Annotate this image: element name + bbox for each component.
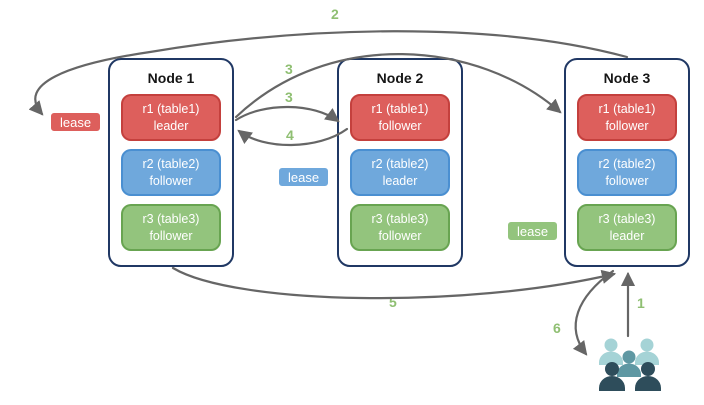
step-label-3a: 3 [285,61,293,77]
replica-name: r2 (table2) [371,157,429,171]
replica-name: r1 (table1) [142,102,200,116]
replica-name: r1 (table1) [371,102,429,116]
step-label-3b: 3 [285,89,293,105]
node-1-replica-r3: r3 (table3) follower [121,204,221,251]
step-label-6: 6 [553,320,561,336]
replica-name: r2 (table2) [142,157,200,171]
replica-role: follower [149,228,193,243]
node-2-replica-r3: r3 (table3) follower [350,204,450,251]
replica-role: leader [153,118,189,133]
arrow-step-3-leader-to-node2 [234,105,340,123]
node-2-replica-r2: r2 (table2) leader [350,149,450,196]
users-group-icon [599,338,661,391]
node-1-replica-r1: r1 (table1) leader [121,94,221,141]
node-2-card: Node 2 r1 (table1) follower r2 (table2) … [337,58,463,267]
replica-role: leader [609,228,645,243]
step-label-2: 2 [331,6,339,22]
node-3-title: Node 3 [603,70,651,86]
replica-name: r3 (table3) [598,212,656,226]
lease-badge-blue: lease [277,166,331,188]
node-3-replica-r2: r2 (table2) follower [577,149,677,196]
replica-role: follower [149,173,193,188]
replica-role: follower [605,118,649,133]
step-label-4: 4 [286,127,294,143]
node-3-card: Node 3 r1 (table1) follower r2 (table2) … [564,58,690,267]
step-label-5: 5 [389,294,397,310]
replica-name: r2 (table2) [598,157,656,171]
node-3-replica-r3: r3 (table3) leader [577,204,677,251]
replica-name: r3 (table3) [371,212,429,226]
node-1-replica-r2: r2 (table2) follower [121,149,221,196]
step-label-1: 1 [637,295,645,311]
replica-role: leader [382,173,418,188]
lease-badge-red: lease [49,111,103,133]
node-1-card: Node 1 r1 (table1) leader r2 (table2) fo… [108,58,234,267]
node-2-title: Node 2 [376,70,424,86]
replica-name: r3 (table3) [142,212,200,226]
replica-name: r1 (table1) [598,102,656,116]
replica-role: follower [378,118,422,133]
replica-role: follower [378,228,422,243]
node-2-replica-r1: r1 (table1) follower [350,94,450,141]
replica-role: follower [605,173,649,188]
lease-badge-green: lease [506,220,560,242]
node-1-title: Node 1 [147,70,195,86]
node-3-replica-r1: r1 (table1) follower [577,94,677,141]
